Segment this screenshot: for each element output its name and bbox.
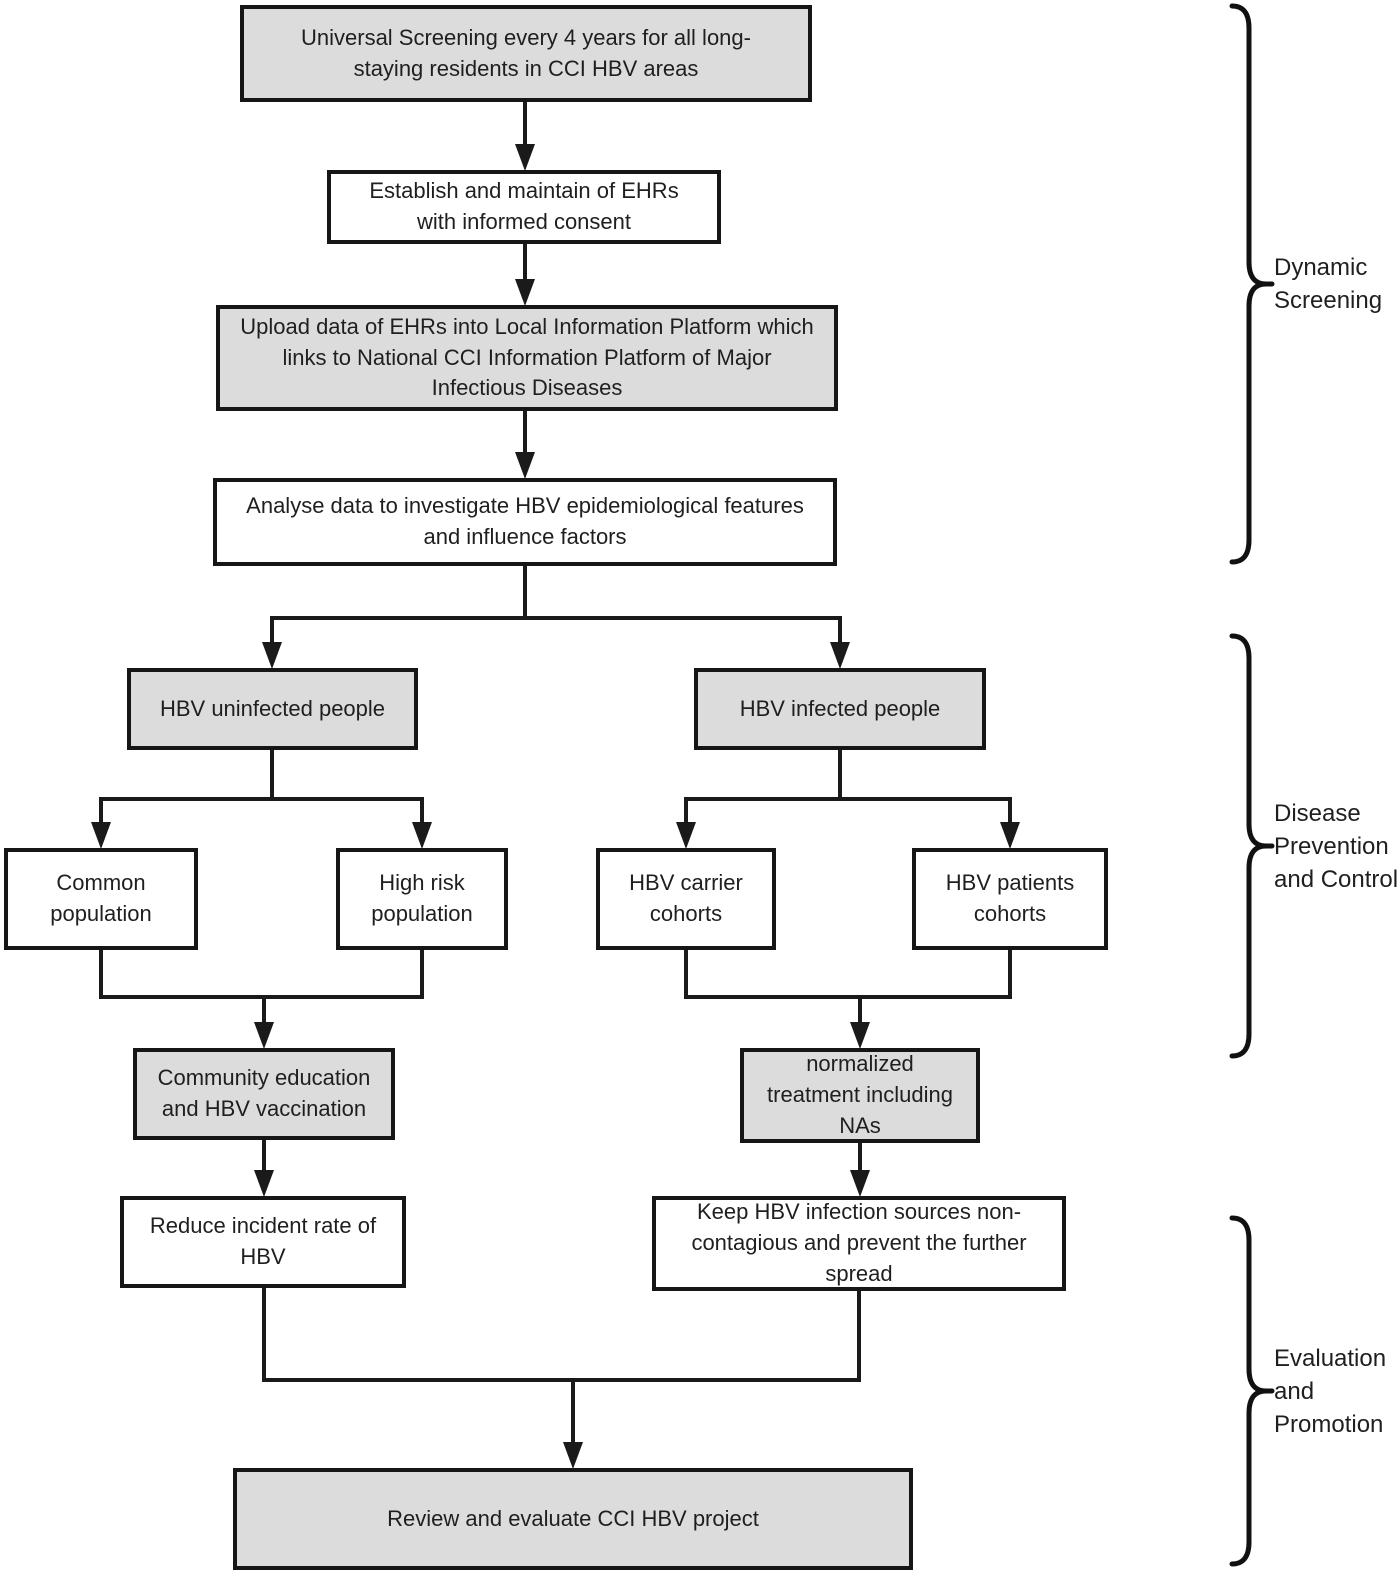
node-reduce-incident-rate: Reduce incident rate of HBV — [120, 1196, 406, 1288]
split-infected-subgroups — [676, 746, 1020, 849]
node-hbv-carrier-cohorts: HBV carrier cohorts — [596, 848, 776, 950]
arrow-establish-to-upload — [515, 240, 535, 306]
split-uninfected-infected — [262, 562, 850, 669]
node-upload-platform: Upload data of EHRs into Local Informati… — [216, 305, 838, 411]
node-universal-screening: Universal Screening every 4 years for al… — [240, 5, 812, 102]
merge-to-normalized-treatment — [684, 946, 1012, 1049]
section-label-dynamic-screening: Dynamic Screening — [1274, 254, 1383, 314]
merge-to-community-education — [99, 946, 424, 1049]
node-keep-sources-noncontagious: Keep HBV infection sources non-contagiou… — [652, 1196, 1066, 1291]
section-label-disease-prevention: Disease Prevention and Control — [1274, 800, 1399, 893]
node-review-evaluate: Review and evaluate CCI HBV project — [233, 1468, 913, 1570]
node-analyse-data: Analyse data to investigate HBV epidemio… — [213, 478, 837, 566]
node-hbv-patients-cohorts: HBV patients cohorts — [912, 848, 1108, 950]
merge-to-review — [262, 1282, 861, 1469]
arrow-treatment-to-keep — [850, 1137, 870, 1197]
arrow-education-to-reduce — [254, 1134, 274, 1197]
node-common-population: Common population — [4, 848, 198, 950]
brace-dynamic-screening — [1229, 3, 1275, 565]
node-community-education: Community education and HBV vaccination — [133, 1048, 395, 1140]
brace-evaluation-promotion — [1229, 1215, 1275, 1567]
arrow-universal-to-establish — [515, 98, 535, 171]
node-high-risk-population: High risk population — [336, 848, 508, 950]
node-hbv-uninfected-people: HBV uninfected people — [127, 668, 418, 750]
node-establish-ehrs: Establish and maintain of EHRs with info… — [327, 170, 721, 244]
split-uninfected-subgroups — [91, 746, 432, 849]
node-normalized-treatment: normalized treatment including NAs — [740, 1048, 980, 1143]
section-label-evaluation-promotion: Evaluation and Promotion — [1274, 1345, 1387, 1438]
brace-disease-prevention — [1229, 633, 1275, 1059]
arrow-upload-to-analyse — [515, 407, 535, 479]
node-hbv-infected-people: HBV infected people — [694, 668, 986, 750]
